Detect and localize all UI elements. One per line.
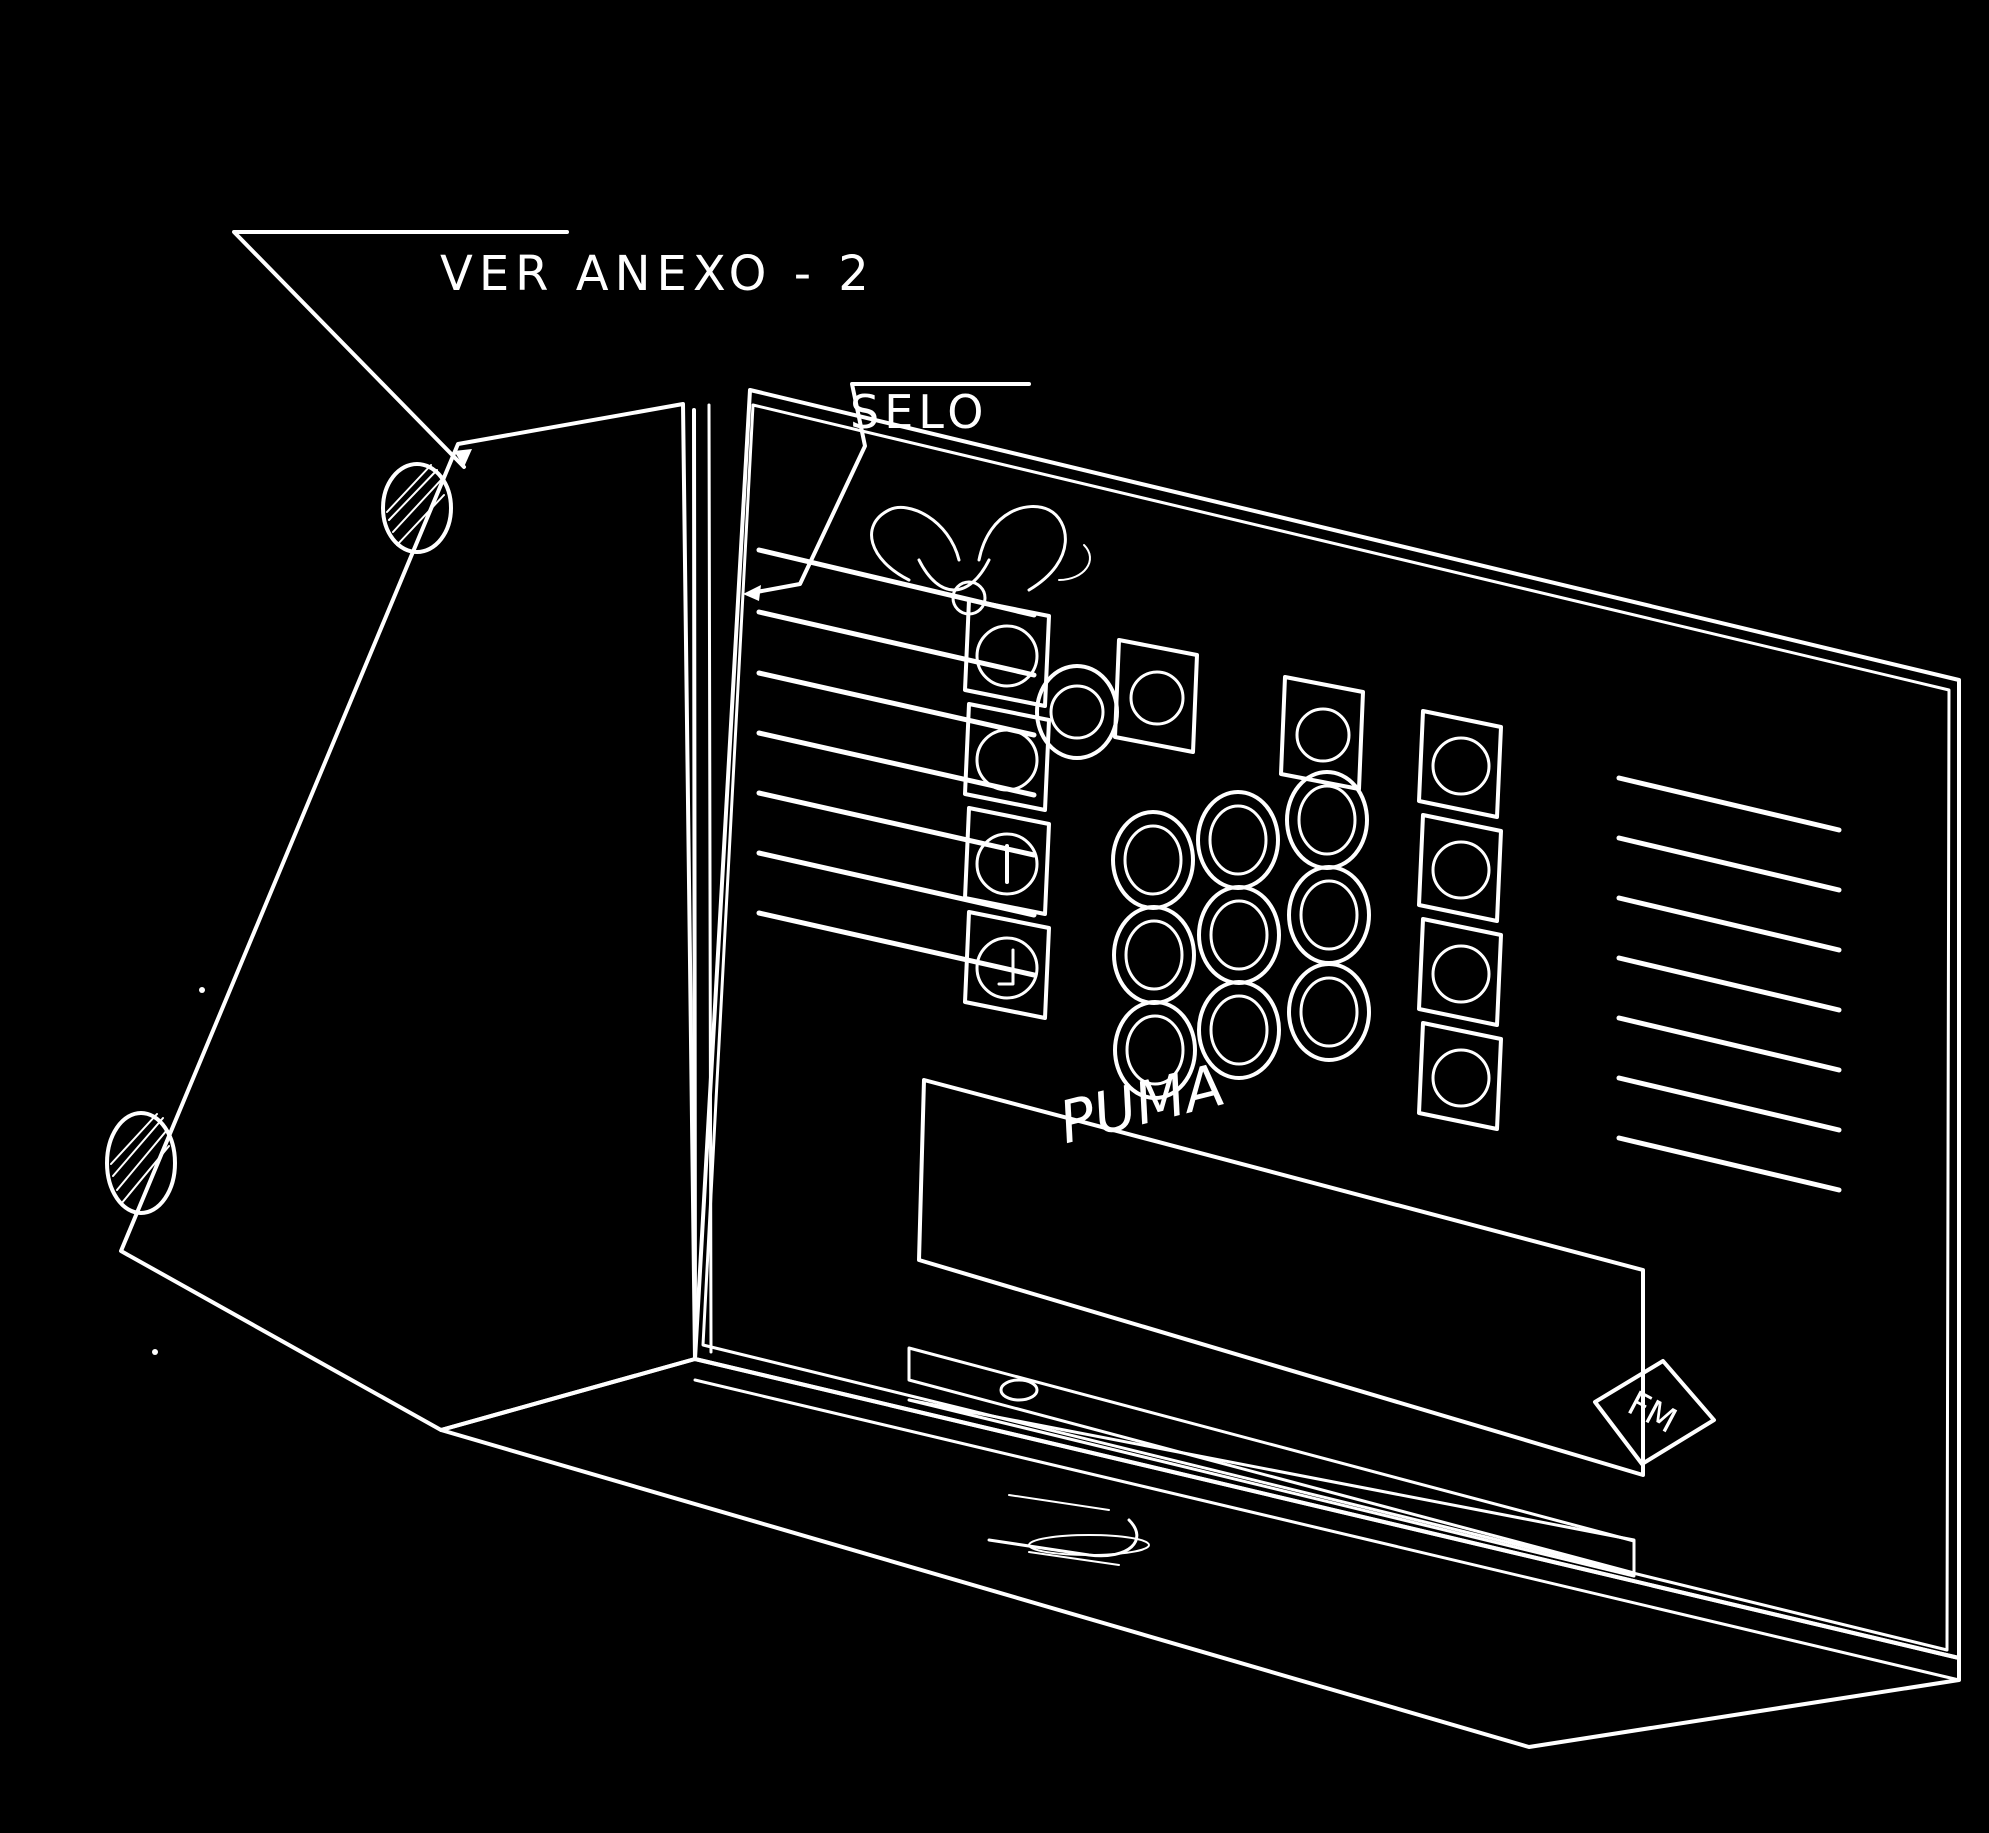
keypad-key-row4-c[interactable]	[1113, 1000, 1197, 1100]
certification-mark: FM	[1593, 1359, 1716, 1466]
stripes-right	[1616, 775, 1842, 1193]
brand-logo: PUMA	[1052, 1051, 1231, 1157]
function-key-right-2[interactable]	[1417, 813, 1503, 923]
annex-callout: VER ANEXO - 2	[232, 230, 875, 469]
rear-knob-top	[381, 462, 453, 554]
keypad-key-row2-b[interactable]	[1285, 770, 1369, 870]
keypad-key-row3-b[interactable]	[1287, 865, 1371, 965]
seal-callout: SELO	[743, 382, 1031, 601]
cable-gland	[987, 1494, 1150, 1566]
keypad-key-row2-c[interactable]	[1111, 810, 1195, 910]
status-strip	[907, 1346, 1636, 1575]
keypad-key-row4-a[interactable]	[1197, 980, 1281, 1080]
certification-mark-label: FM	[1621, 1383, 1683, 1441]
keypad-key-row3-a[interactable]	[1197, 885, 1281, 985]
housing-bottom	[439, 1357, 1961, 1749]
housing-side	[119, 402, 697, 1432]
function-keys-left	[963, 598, 1051, 1020]
keypad-key-row4-b[interactable]	[1287, 962, 1371, 1062]
seal-wire	[870, 505, 1091, 616]
front-panel-inner	[701, 403, 1951, 1652]
function-keys-right	[1417, 709, 1503, 1131]
zero-key[interactable]	[963, 598, 1051, 708]
stripes-left	[756, 547, 1037, 978]
annex-callout-label: VER ANEXO - 2	[440, 246, 875, 302]
indicator-housing	[105, 388, 1961, 1749]
function-key-right-4[interactable]	[1417, 1021, 1503, 1131]
function-key-right-3[interactable]	[1417, 917, 1503, 1027]
function-key-right-1[interactable]	[1417, 709, 1503, 819]
display-window	[917, 1078, 1645, 1477]
rear-knob-bottom	[105, 1111, 177, 1215]
print-key[interactable]	[963, 702, 1051, 812]
on-key[interactable]	[963, 806, 1051, 916]
bottom-strip	[907, 1398, 1636, 1578]
keypad-key-top-left[interactable]	[1113, 638, 1199, 754]
function-key-4[interactable]	[963, 910, 1051, 1020]
keypad-key-top-right[interactable]	[1279, 675, 1365, 791]
numeric-keypad	[1035, 638, 1371, 1100]
keypad-key-row3-c[interactable]	[1112, 905, 1196, 1005]
keypad-key-row2-a[interactable]	[1196, 790, 1280, 890]
keypad-key-top-middle[interactable]	[1035, 664, 1119, 760]
